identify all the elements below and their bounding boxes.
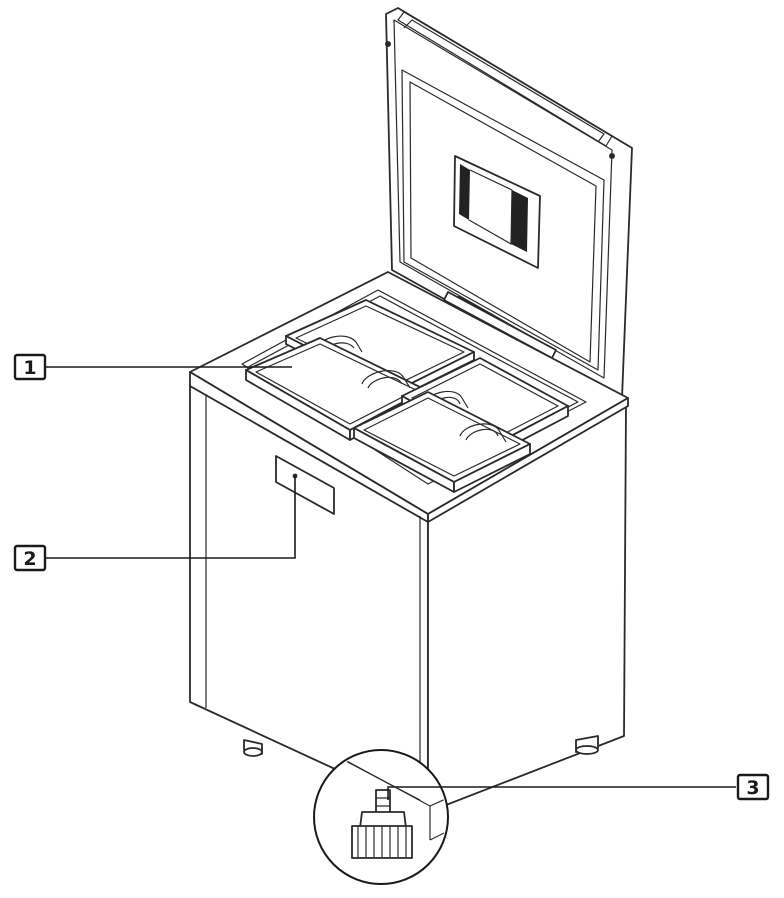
callout-1: 1 bbox=[13, 353, 292, 381]
callout-2-label: 2 bbox=[23, 548, 36, 570]
foot-detail-magnifier bbox=[313, 749, 449, 885]
basket-front-right bbox=[353, 391, 531, 493]
hinge-screw-icon bbox=[385, 41, 391, 47]
callout-3: 3 bbox=[387, 773, 770, 801]
leveling-foot bbox=[351, 789, 413, 859]
callout-3-label: 3 bbox=[746, 777, 759, 799]
hinge-screw-icon bbox=[609, 153, 615, 159]
callout-2: 2 bbox=[13, 476, 296, 572]
lid-label-plate bbox=[453, 155, 541, 269]
foot-rear-right bbox=[575, 735, 599, 755]
foot-rear-left bbox=[243, 739, 263, 757]
lid bbox=[385, 7, 633, 399]
callout-1-label: 1 bbox=[23, 357, 36, 379]
